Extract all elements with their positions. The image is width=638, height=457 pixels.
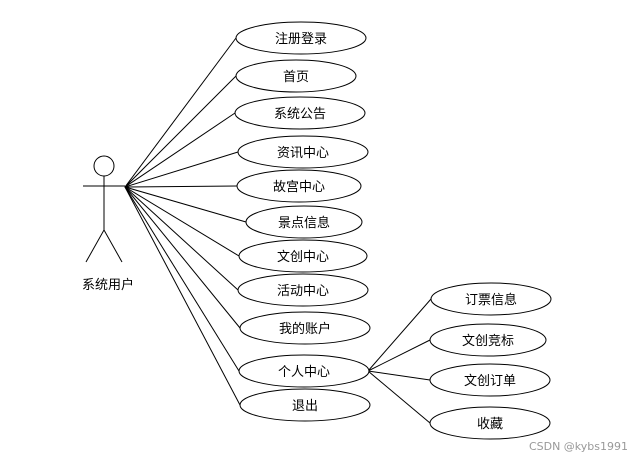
association-line	[124, 186, 241, 329]
association-line	[124, 75, 237, 188]
association-line	[124, 151, 239, 188]
use-case-label: 资讯中心	[277, 146, 329, 161]
use-case-ellipse	[236, 169, 362, 203]
sub-use-case-ellipse	[429, 406, 551, 440]
sub-use-case-cultural-bid: 文创竞标	[429, 323, 547, 357]
use-case-ellipse	[238, 239, 368, 273]
sub-use-case-ticket-info: 订票信息	[430, 282, 552, 316]
actor-head	[93, 155, 115, 177]
association-lines	[124, 37, 432, 424]
actor-right-leg	[103, 229, 123, 263]
use-case-my-account: 我的账户	[239, 311, 371, 345]
actor-figure: 系统用户	[82, 155, 134, 293]
association-line	[124, 186, 239, 291]
use-case-label: 文创中心	[277, 250, 329, 265]
association-line	[124, 186, 240, 372]
use-case-label: 景点信息	[278, 215, 330, 231]
use-case-register-login: 注册登录	[235, 21, 367, 55]
association-line	[124, 37, 237, 188]
actor-label: 系统用户	[82, 277, 134, 293]
watermark: CSDN @kybs1991	[529, 440, 628, 453]
use-case-label: 注册登录	[275, 32, 327, 47]
sub-use-case-ellipse	[429, 363, 551, 397]
use-case-ellipse	[235, 21, 367, 55]
sub-association-line	[367, 370, 431, 424]
use-case-scenic-info: 景点信息	[245, 205, 363, 239]
sub-use-case-ellipse	[430, 282, 552, 316]
sub-use-case-label: 收藏	[477, 417, 503, 432]
use-case-logout: 退出	[239, 388, 371, 422]
sub-association-line	[367, 298, 432, 372]
use-case-ellipse	[239, 388, 371, 422]
sub-use-case-ellipse	[429, 323, 547, 357]
use-case-activity-center: 活动中心	[237, 273, 369, 307]
use-case-ellipse	[239, 311, 371, 345]
association-line	[124, 186, 241, 406]
association-line	[124, 186, 247, 223]
association-line	[124, 112, 236, 188]
use-case-label: 系统公告	[274, 107, 326, 122]
sub-use-case-label: 订票信息	[465, 292, 517, 308]
sub-use-case-label: 文创竞标	[462, 333, 514, 349]
use-case-palace-center: 故宫中心	[236, 169, 362, 203]
sub-association-line	[367, 339, 431, 372]
use-case-ellipse	[237, 273, 369, 307]
sub-association-line	[367, 370, 431, 381]
sub-use-case-label: 文创订单	[464, 374, 516, 389]
use-case-ellipse	[234, 96, 366, 130]
use-case-system-notice: 系统公告	[234, 96, 366, 130]
use-case-label: 首页	[283, 70, 309, 85]
use-case-personal-center: 个人中心	[238, 354, 370, 388]
association-line	[124, 185, 238, 188]
use-case-label: 故宫中心	[273, 180, 325, 195]
sub-use-case-cultural-order: 文创订单	[429, 363, 551, 397]
actor-left-leg	[85, 229, 105, 263]
use-case-cultural-center: 文创中心	[238, 239, 368, 273]
use-case-label: 个人中心	[278, 365, 330, 380]
use-case-home: 首页	[235, 59, 357, 93]
sub-use-case-favorites: 收藏	[429, 406, 551, 440]
use-case-news-center: 资讯中心	[237, 135, 369, 169]
use-case-ellipse	[235, 59, 357, 93]
use-case-label: 活动中心	[277, 284, 329, 299]
use-case-label: 我的账户	[279, 321, 331, 337]
use-case-ellipse	[245, 205, 363, 239]
use-case-label: 退出	[292, 399, 318, 414]
use-case-ellipse	[238, 354, 370, 388]
use-case-ellipse	[237, 135, 369, 169]
association-line	[124, 186, 240, 257]
